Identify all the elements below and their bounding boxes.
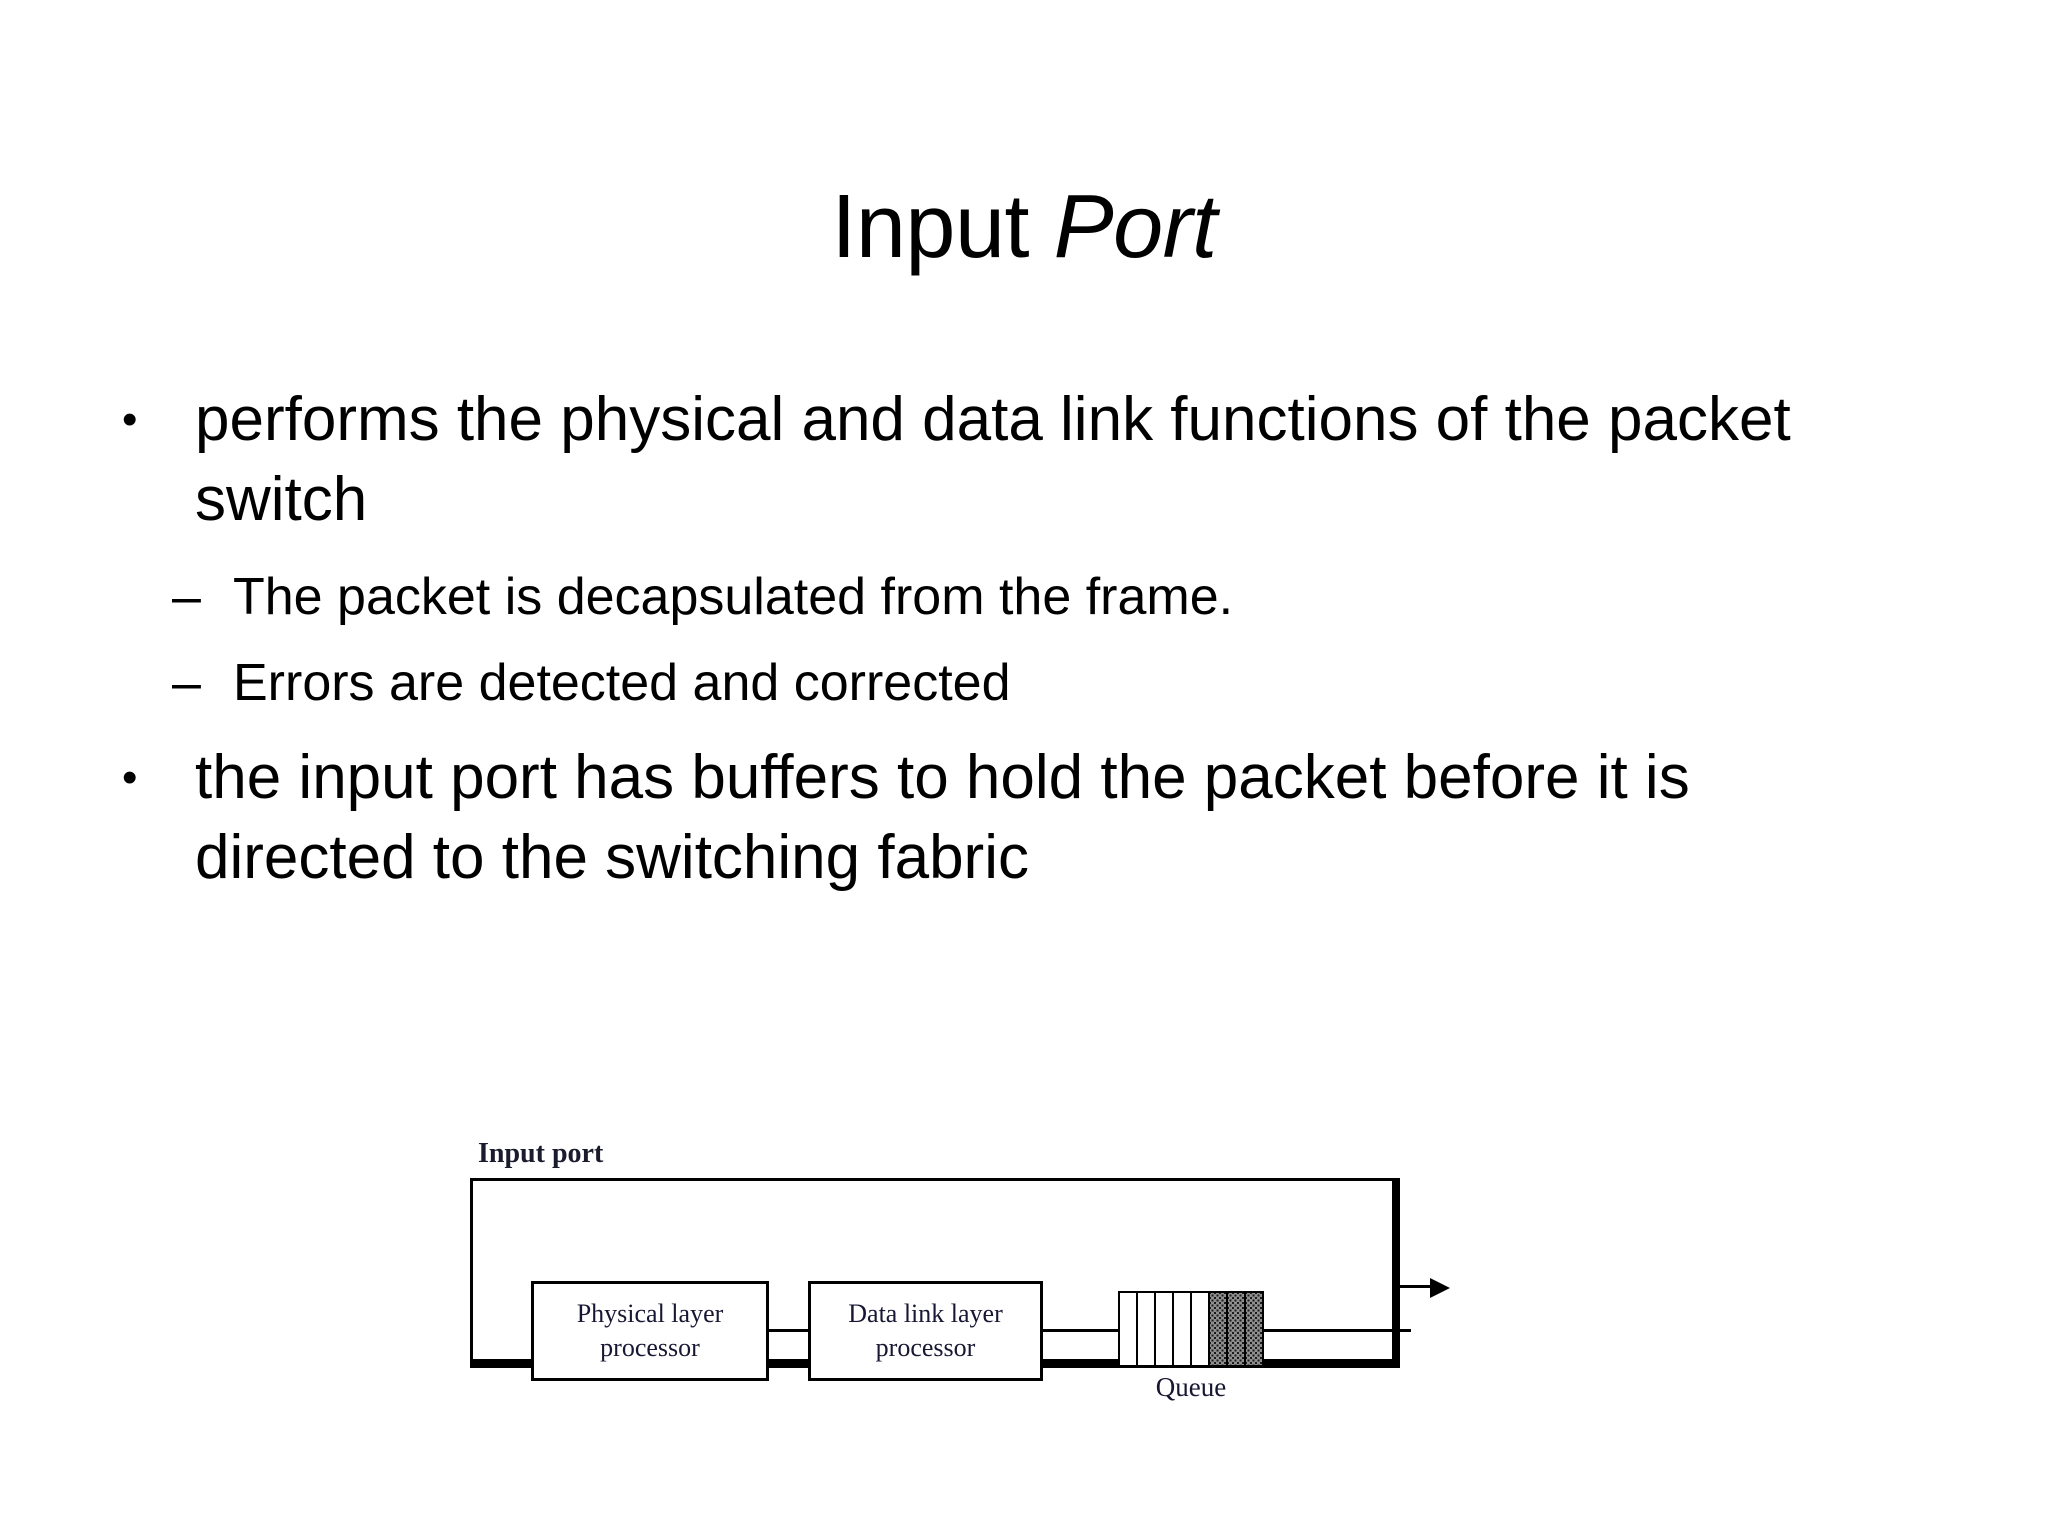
queue-cell-empty (1138, 1293, 1156, 1365)
connector-line-datalink-to-queue (1043, 1329, 1118, 1332)
physical-layer-processor-block: Physical layer processor (531, 1281, 769, 1381)
bullet-marker-icon: • (122, 753, 138, 802)
queue-cells (1118, 1291, 1264, 1367)
bullet-list: • performs the physical and data link fu… (100, 380, 1920, 898)
data-link-layer-processor-block: Data link layer processor (808, 1281, 1043, 1381)
input-port-diagram: Input port Physical layer processor Data… (470, 1138, 1470, 1403)
bullet-text: The packet is decapsulated from the fram… (233, 568, 1234, 626)
bullet-text: Errors are detected and corrected (233, 654, 1011, 712)
block-label-line1: Physical layer (576, 1299, 724, 1328)
spacer (100, 726, 1920, 738)
queue-cell-filled (1210, 1293, 1228, 1365)
connector-line-queue-to-fabric (1263, 1329, 1411, 1332)
queue-group: Queue (1118, 1291, 1264, 1402)
port-frame: Physical layer processor Data link layer… (470, 1178, 1411, 1402)
queue-cell-empty (1120, 1293, 1138, 1365)
list-item: – The packet is decapsulated from the fr… (100, 554, 1920, 640)
arrow-shaft (1400, 1285, 1434, 1288)
bullet-text: the input port has buffers to hold the p… (195, 743, 1690, 892)
bullet-marker-icon: • (122, 395, 138, 444)
spacer (100, 540, 1920, 554)
queue-cell-filled (1246, 1293, 1262, 1365)
block-label-line2: processor (600, 1333, 700, 1362)
list-item: • the input port has buffers to hold the… (100, 738, 1920, 898)
list-item: – Errors are detected and corrected (100, 640, 1920, 726)
queue-cell-empty (1156, 1293, 1174, 1365)
queue-label: Queue (1155, 1372, 1227, 1402)
connector-line-physical-to-datalink (769, 1329, 810, 1332)
block-label-line2: processor (875, 1333, 976, 1362)
block-label-line1: Data link layer (848, 1299, 1003, 1328)
queue-cell-empty (1174, 1293, 1192, 1365)
queue-cell-filled (1228, 1293, 1246, 1365)
output-arrow-icon (1400, 1278, 1452, 1298)
title-emphasis: Port (1053, 177, 1218, 278)
list-item: • performs the physical and data link fu… (100, 380, 1920, 540)
dash-marker-icon: – (172, 568, 201, 626)
diagram-caption: Input port (478, 1138, 604, 1169)
dash-marker-icon: – (172, 654, 201, 712)
arrow-head (1430, 1278, 1450, 1298)
page-title: Input Port (0, 182, 2048, 272)
queue-cell-empty (1192, 1293, 1210, 1365)
bullet-text: performs the physical and data link func… (195, 385, 1791, 534)
title-prefix: Input (831, 177, 1054, 278)
